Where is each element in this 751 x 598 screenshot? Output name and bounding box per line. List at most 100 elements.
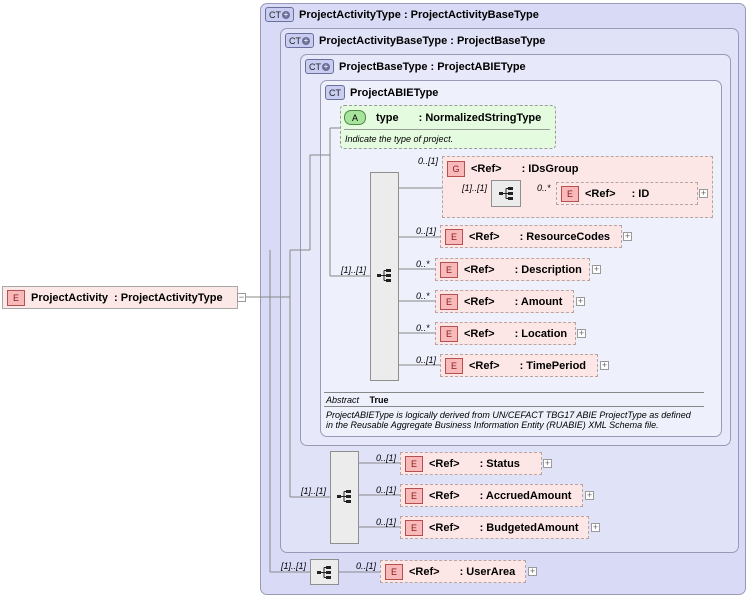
expand-button[interactable]: +	[600, 360, 609, 370]
element-icon: E	[7, 289, 25, 306]
expand-button[interactable]: +	[577, 328, 586, 338]
element-name: : ID	[631, 187, 650, 200]
element-time-period-card: 0..[1]	[416, 355, 437, 365]
element-icon: E	[405, 519, 423, 536]
element-name: ProjectActivity	[31, 291, 109, 304]
element-location[interactable]: E <Ref> : Location	[435, 322, 576, 345]
element-resource-codes[interactable]: E <Ref> : ResourceCodes	[440, 225, 622, 248]
ct-project-base-type-header[interactable]: CT+ ProjectBaseType : ProjectABIEType	[305, 59, 526, 74]
ct-project-activity-type-header[interactable]: CT+ ProjectActivityType : ProjectActivit…	[265, 7, 539, 22]
attribute-name: type	[376, 111, 399, 124]
complex-type-icon: CT+	[305, 59, 334, 74]
expand-button[interactable]: +	[585, 490, 594, 500]
group-sequence-card: [1]..[1]	[462, 183, 488, 193]
element-name: : Location	[514, 327, 568, 340]
element-name: : BudgetedAmount	[479, 521, 579, 534]
element-amount-card: 0..*	[416, 291, 430, 301]
element-user-area-card: 0..[1]	[356, 561, 377, 571]
element-ref: <Ref>	[429, 457, 460, 470]
attribute-type: : NormalizedStringType	[418, 111, 542, 124]
expand-button[interactable]: +	[699, 188, 708, 198]
sequence-abie-card: [1]..[1]	[341, 265, 367, 275]
element-name: : Description	[514, 263, 582, 276]
element-ref: <Ref>	[585, 187, 616, 200]
element-ref: <Ref>	[469, 230, 500, 243]
group-card: 0..[1]	[418, 156, 439, 166]
root-element-project-activity[interactable]: E ProjectActivity : ProjectActivityType	[2, 286, 238, 309]
element-ref: <Ref>	[464, 263, 495, 276]
element-id[interactable]: E <Ref> : ID	[556, 182, 698, 205]
element-location-card: 0..*	[416, 323, 430, 333]
abstract-row: Abstract True	[326, 395, 389, 405]
abie-doc-line2: in the Reusable Aggregate Business Infor…	[326, 420, 659, 430]
ct-title: ProjectBaseType : ProjectABIEType	[339, 60, 526, 73]
group-ids-group-header: G <Ref> : IDsGroup	[447, 161, 578, 177]
element-icon: E	[405, 487, 423, 504]
ct-title: ProjectActivityBaseType : ProjectBaseTyp…	[319, 34, 546, 47]
element-name: : TimePeriod	[519, 359, 587, 372]
abstract-value: True	[369, 395, 389, 405]
element-status[interactable]: E <Ref> : Status	[400, 452, 542, 475]
element-name: : AccruedAmount	[479, 489, 572, 502]
expand-button[interactable]: +	[543, 458, 552, 468]
sequence-icon	[317, 565, 333, 584]
element-name: : UserArea	[459, 565, 516, 578]
ct-project-activity-base-type-header[interactable]: CT+ ProjectActivityBaseType : ProjectBas…	[285, 33, 545, 48]
element-budgeted-amount-card: 0..[1]	[376, 517, 397, 527]
element-icon: E	[385, 563, 403, 580]
ct-title: ProjectActivityType : ProjectActivityBas…	[299, 8, 539, 21]
attribute-type-header: A type : NormalizedStringType	[344, 110, 541, 125]
element-accrued-amount-card: 0..[1]	[376, 485, 397, 495]
element-name: : ResourceCodes	[519, 230, 611, 243]
element-user-area[interactable]: E <Ref> : UserArea	[380, 560, 526, 583]
element-ref: <Ref>	[429, 489, 460, 502]
sequence-activity-base-card: [1]..[1]	[301, 486, 327, 496]
sequence-icon	[499, 186, 515, 205]
ct-project-abie-type-header[interactable]: CT ProjectABIEType	[325, 85, 438, 100]
element-time-period[interactable]: E <Ref> : TimePeriod	[440, 354, 598, 377]
expand-button[interactable]: +	[591, 522, 600, 532]
element-description[interactable]: E <Ref> : Description	[435, 258, 590, 281]
element-status-card: 0..[1]	[376, 453, 397, 463]
element-icon: E	[440, 293, 458, 310]
attribute-type[interactable]	[340, 105, 556, 149]
sequence-icon	[377, 268, 393, 287]
element-icon: E	[405, 455, 423, 472]
sequence-activity-base[interactable]	[330, 451, 359, 544]
element-icon: E	[561, 185, 579, 202]
element-amount[interactable]: E <Ref> : Amount	[435, 290, 574, 313]
element-id-card: 0..*	[537, 183, 551, 193]
complex-type-icon: CT+	[285, 33, 314, 48]
element-icon: E	[445, 357, 463, 374]
element-resource-codes-card: 0..[1]	[416, 226, 437, 236]
expand-button[interactable]: +	[623, 231, 632, 241]
expand-button[interactable]: +	[576, 296, 585, 306]
element-name: : Amount	[514, 295, 563, 308]
element-ref: <Ref>	[409, 565, 440, 578]
element-budgeted-amount[interactable]: E <Ref> : BudgetedAmount	[400, 516, 589, 539]
ct-title: ProjectABIEType	[350, 86, 439, 99]
element-ref: <Ref>	[464, 295, 495, 308]
element-type: : ProjectActivityType	[114, 291, 223, 304]
element-icon: E	[440, 261, 458, 278]
complex-type-icon: CT	[325, 85, 345, 100]
element-name: : Status	[479, 457, 520, 470]
element-description-card: 0..*	[416, 259, 430, 269]
group-ref: <Ref>	[471, 163, 502, 175]
element-ref: <Ref>	[469, 359, 500, 372]
attribute-icon: A	[344, 110, 366, 125]
expand-button[interactable]: +	[592, 264, 601, 274]
abstract-divider-top	[324, 392, 704, 393]
sequence-icon	[337, 489, 353, 508]
sequence-activity-card: [1]..[1]	[281, 561, 307, 571]
element-ref: <Ref>	[464, 327, 495, 340]
expand-button[interactable]: +	[528, 566, 537, 576]
element-accrued-amount[interactable]: E <Ref> : AccruedAmount	[400, 484, 583, 507]
group-name: : IDsGroup	[521, 163, 579, 175]
group-icon: G	[447, 161, 465, 177]
collapse-button[interactable]: −	[237, 292, 246, 302]
attribute-doc: Indicate the type of project.	[345, 134, 454, 144]
abstract-divider-bottom	[324, 406, 704, 407]
element-icon: E	[445, 228, 463, 245]
